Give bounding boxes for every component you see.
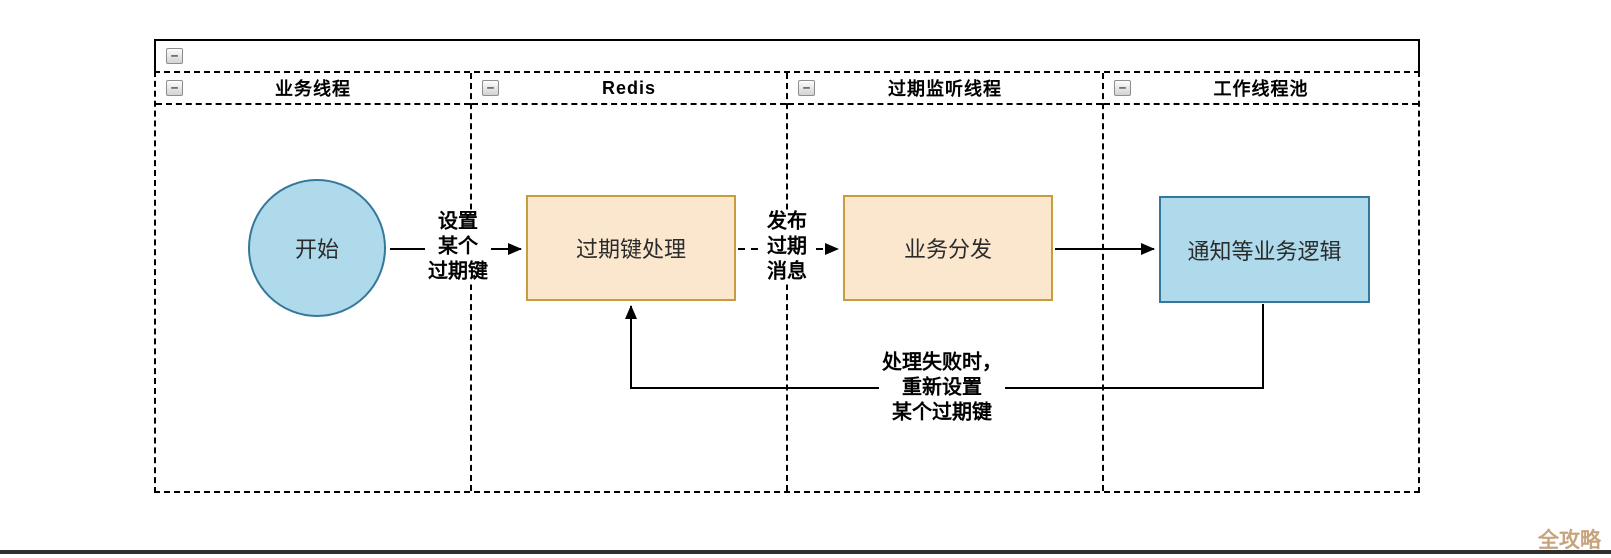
collapse-icon[interactable]: −: [482, 80, 499, 96]
edge-label-line: 过期: [767, 235, 807, 258]
edge-label-line: 某个: [438, 235, 478, 258]
edge-label-set-expired-key[interactable]: 设置 某个 过期键: [425, 209, 491, 285]
lane-header-business-thread[interactable]: − 业务线程: [156, 73, 470, 105]
collapse-icon[interactable]: −: [166, 48, 183, 64]
edge-label-line: 处理失败时，: [882, 351, 1002, 374]
lane-worker-thread-pool: − 工作线程池: [1102, 73, 1418, 491]
notify-business-logic-node[interactable]: 通知等业务逻辑: [1159, 196, 1370, 303]
lane-header-worker-thread-pool[interactable]: − 工作线程池: [1104, 73, 1418, 105]
edge-label-line: 设置: [438, 210, 478, 233]
lane-title: Redis: [601, 77, 657, 98]
collapse-icon[interactable]: −: [798, 80, 815, 96]
start-node-label: 开始: [294, 237, 339, 262]
lane-title: 工作线程池: [1213, 79, 1309, 99]
edge-label-line: 发布: [767, 210, 807, 233]
edge-label-line: 某个过期键: [892, 401, 992, 424]
business-dispatch-label: 业务分发: [903, 237, 992, 262]
watermark: 全攻略: [1538, 529, 1601, 552]
expired-key-processing-label: 过期键处理: [575, 237, 686, 262]
pool-header[interactable]: −: [154, 39, 1420, 71]
lane-title: 过期监听线程: [888, 79, 1002, 99]
edge-label-line: 消息: [767, 260, 807, 283]
business-dispatch-node[interactable]: 业务分发: [843, 195, 1053, 301]
lane-header-expire-listener-thread[interactable]: − 过期监听线程: [788, 73, 1102, 105]
notify-business-logic-label: 通知等业务逻辑: [1187, 238, 1342, 264]
lane-header-redis[interactable]: − Redis: [472, 73, 786, 105]
edge-label-retry-on-failure[interactable]: 处理失败时， 重新设置 某个过期键: [879, 350, 1005, 426]
bottom-divider: [0, 550, 1611, 554]
collapse-icon[interactable]: −: [1114, 80, 1131, 96]
expired-key-processing-node[interactable]: 过期键处理: [526, 195, 736, 301]
edge-label-line: 重新设置: [902, 376, 982, 399]
edge-label-publish-expire-message[interactable]: 发布 过期 消息: [764, 209, 810, 285]
collapse-icon[interactable]: −: [166, 80, 183, 96]
lane-title: 业务线程: [275, 79, 351, 99]
start-node[interactable]: 开始: [248, 179, 386, 317]
lane-business-thread: − 业务线程: [156, 73, 470, 491]
edge-label-line: 过期键: [428, 260, 488, 283]
